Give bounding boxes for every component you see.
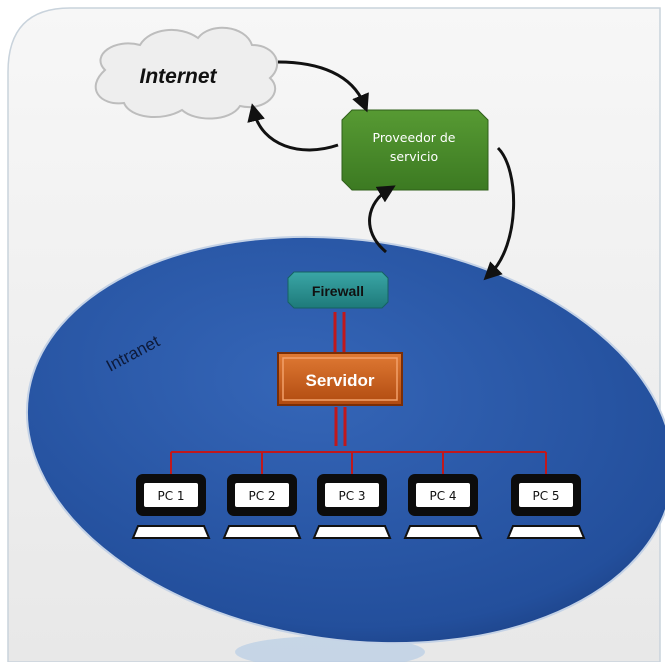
pc-label: PC 2 — [248, 489, 275, 503]
servidor-label: Servidor — [306, 371, 375, 390]
pc-3: PC 3 — [312, 474, 392, 539]
link-firewall-servidor — [333, 312, 346, 352]
pc-4: PC 4 — [403, 474, 483, 539]
arrow-proveedor-to-intranet — [483, 146, 516, 281]
proveedor-label-line1: Proveedor de — [373, 130, 456, 145]
pc-label: PC 3 — [338, 489, 365, 503]
internet-cloud: Internet — [94, 26, 279, 120]
servidor-box: Servidor — [277, 352, 403, 406]
pc-1: PC 1 — [131, 474, 211, 539]
proveedor-box: Proveedor de servicio — [341, 109, 489, 191]
internet-label: Internet — [139, 65, 217, 88]
proveedor-label-line2: servicio — [390, 149, 438, 164]
pc-label: PC 5 — [532, 489, 559, 503]
arrow-intranet-to-proveedor — [368, 185, 396, 254]
pc-5: PC 5 — [506, 474, 586, 539]
link-servidor-bus — [334, 407, 347, 446]
pc-label: PC 1 — [157, 489, 184, 503]
pc-label: PC 4 — [429, 489, 456, 503]
arrow-internet-to-proveedor — [277, 60, 369, 113]
network-bus — [170, 451, 547, 474]
firewall-label: Firewall — [312, 283, 364, 299]
connection-arrows — [247, 60, 516, 281]
pc-2: PC 2 — [222, 474, 302, 539]
firewall-box: Firewall — [287, 271, 389, 309]
arrow-proveedor-to-internet — [247, 103, 339, 152]
